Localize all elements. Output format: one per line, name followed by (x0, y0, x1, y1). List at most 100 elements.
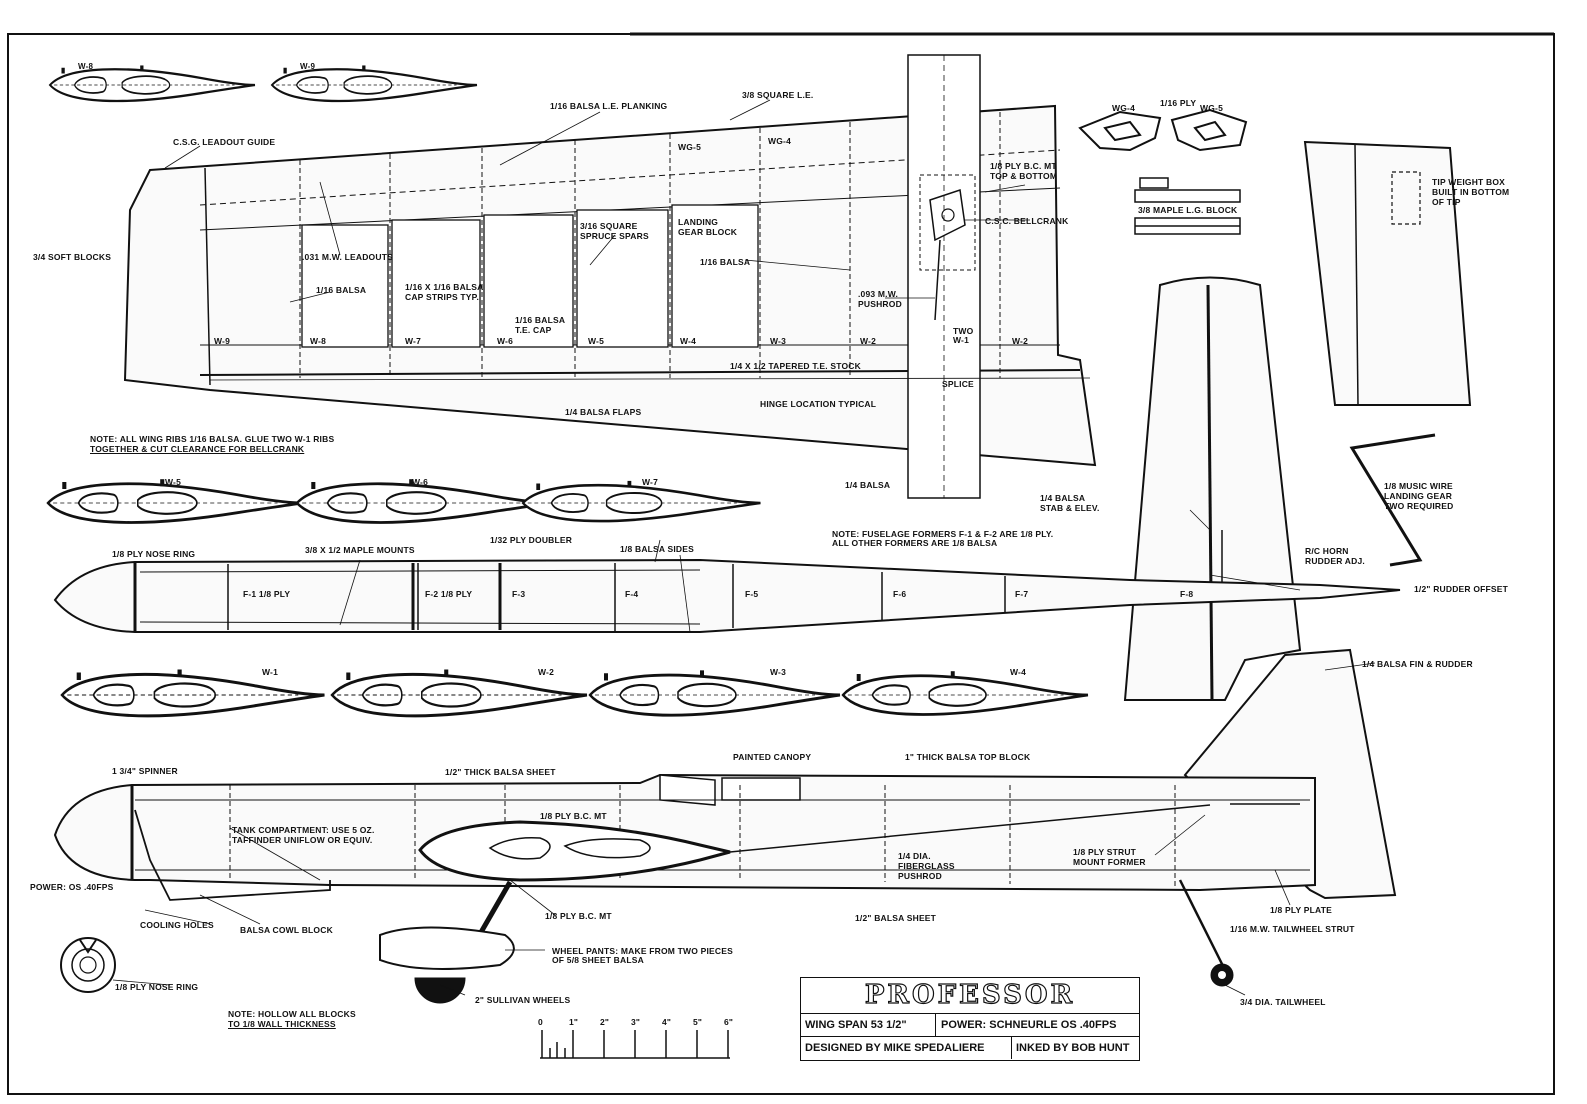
wing-label: 1/4 X 1/2 TAPERED T.E. STOCK (730, 361, 861, 371)
fuselage-label: NOTE: FUSELAGE FORMERS F-1 & F-2 ARE 1/8… (832, 529, 1054, 539)
rib-label: W-2 (538, 667, 555, 677)
fuselage-label: 2" SULLIVAN WHEELS (475, 995, 571, 1005)
nose-ring (60, 937, 116, 993)
fuselage-label: TANK COMPARTMENT: USE 5 OZ. (232, 825, 375, 835)
former-label: F-1 1/8 PLY (243, 589, 291, 599)
rib-row-bottom (60, 668, 1090, 718)
fuselage-label: NOTE: HOLLOW ALL BLOCKS (228, 1009, 356, 1019)
fuselage-label: BALSA COWL BLOCK (240, 925, 333, 935)
scale-label: 5" (693, 1017, 703, 1027)
wing-label: 1/16 BALSA L.E. PLANKING (550, 101, 668, 111)
leader-lines (112, 99, 1376, 996)
fuselage-label: 1/8 PLY NOSE RING (112, 549, 196, 559)
former-label: F-5 (745, 589, 759, 599)
rib-label: W-5 (165, 477, 182, 487)
fuselage-label: WHEEL PANTS: MAKE FROM TWO PIECES (552, 946, 734, 956)
fuselage-label: 1/4 DIA. FIBERGLASS PUSHROD (898, 851, 955, 881)
rib-label: W-6 (412, 477, 429, 487)
wing-label: WG-4 (768, 136, 791, 146)
fuselage-label: POWER: OS .40FPS (30, 882, 114, 892)
rib-label: W-4 (1010, 667, 1027, 677)
rib-label: W-8 (78, 62, 94, 71)
wing-label: 1/4 BALSA STAB & ELEV. (1040, 493, 1100, 513)
former-label: F-3 (512, 589, 526, 599)
fuselage-label: TAFFINDER UNIFLOW OR EQUIV. (232, 835, 373, 845)
wing-label: 1/8 MUSIC WIRE LANDING GEAR TWO REQUIRED (1384, 481, 1454, 511)
maple-block (1134, 177, 1241, 235)
fuselage-label: 1/8 PLY B.C. MT (540, 811, 607, 821)
wing-label: TIP WEIGHT BOX BUILT IN BOTTOM OF TIP (1432, 177, 1510, 207)
fuselage-label: 1" THICK BALSA TOP BLOCK (905, 752, 1031, 762)
fuselage-label: 1/2" THICK BALSA SHEET (445, 767, 556, 777)
wing-label: WG-5 (678, 142, 701, 152)
wing-label: TOGETHER & CUT CLEARANCE FOR BELLCRANK (90, 444, 305, 454)
wing-label: TWO W-1 (953, 326, 974, 346)
fuselage-label: 3/8 X 1/2 MAPLE MOUNTS (305, 545, 415, 555)
title-block-row: WING SPAN 53 1/2" POWER: SCHNEURLE OS .4… (801, 1013, 1139, 1036)
former-label: F-6 (893, 589, 907, 599)
fuselage-label: 1/2" BALSA SHEET (855, 913, 937, 923)
plan-title: PROFESSOR (864, 979, 1076, 1010)
fuselage-label: 1/8 PLY PLATE (1270, 905, 1332, 915)
fuselage-label: 3/4 DIA. TAILWHEEL (1240, 997, 1326, 1007)
wg-parts (1078, 108, 1248, 152)
fuselage-label: PAINTED CANOPY (733, 752, 812, 762)
former-label: F-2 1/8 PLY (425, 589, 473, 599)
wing-label: 3/8 SQUARE L.E. (742, 90, 814, 100)
fuselage-label: 1/8 PLY NOSE RING (115, 982, 199, 992)
fuselage-label: 1/8 BALSA SIDES (620, 544, 695, 554)
wing-label: 1/16 BALSA (700, 257, 751, 267)
fuselage-side-view (53, 648, 1397, 1004)
rib-label: W-7 (405, 336, 422, 346)
fuselage-label: ALL OTHER FORMERS ARE 1/8 BALSA (832, 538, 998, 548)
wing-label: 1/4 BALSA (845, 480, 891, 490)
wing-label: R/C HORN RUDDER ADJ. (1305, 546, 1365, 566)
rib-label: W-8 (310, 336, 327, 346)
rib-label: W-9 (214, 336, 231, 346)
wing-label: 1/4 BALSA FLAPS (565, 407, 642, 417)
rib-label: W-5 (588, 336, 605, 346)
wing-tip-view (1303, 140, 1472, 406)
scale-label: 3" (631, 1017, 641, 1027)
wing-label: 1/16 BALSA (316, 285, 367, 295)
title-block: PROFESSOR WING SPAN 53 1/2" POWER: SCHNE… (800, 977, 1140, 1061)
scale-label: 2" (600, 1017, 610, 1027)
wing-label: .093 M.W. PUSHROD (858, 289, 902, 309)
rib-templates-top (48, 64, 479, 103)
wing-span: WING SPAN 53 1/2" (805, 1019, 907, 1031)
fuselage-label: 1/8 PLY STRUT MOUNT FORMER (1073, 847, 1146, 867)
rib-label: W-3 (770, 667, 787, 677)
inker: INKED BY BOB HUNT (1016, 1042, 1130, 1054)
scale-label: 4" (662, 1017, 672, 1027)
rib-label: W-6 (497, 336, 514, 346)
wing-label: NOTE: ALL WING RIBS 1/16 BALSA. GLUE TWO… (90, 434, 335, 444)
wing-label: 1/16 BALSA T.E. CAP (515, 315, 565, 335)
rib-label: W-2 (860, 336, 877, 346)
wing-label: LANDING GEAR BLOCK (678, 217, 738, 237)
wing-label: 3/8 MAPLE L.G. BLOCK (1138, 205, 1238, 215)
fuselage-top-view (53, 558, 1401, 633)
scale-label: 6" (724, 1017, 734, 1027)
former-label: F-4 (625, 589, 639, 599)
wing-label: C.S.G. LEADOUT GUIDE (173, 137, 276, 147)
former-label: F-8 (1180, 589, 1194, 599)
rib-label: W-4 (680, 336, 697, 346)
power-spec: POWER: SCHNEURLE OS .40FPS (941, 1019, 1117, 1031)
scale-label: 1" (569, 1017, 579, 1027)
rib-label: W-7 (642, 477, 659, 487)
wing-label: HINGE LOCATION TYPICAL (760, 399, 877, 409)
fuselage-label: OF 5/8 SHEET BALSA (552, 955, 644, 965)
rib-label: W-1 (262, 667, 279, 677)
wing-label: 1/16 PLY (1160, 98, 1197, 108)
rib-label: W-2 (1012, 336, 1029, 346)
wing-label: 3/4 SOFT BLOCKS (33, 252, 112, 262)
wing-label: 3/16 SQUARE SPRUCE SPARS (580, 221, 649, 241)
rib-label: W-9 (300, 62, 316, 71)
scale-label: 0 (538, 1017, 543, 1027)
fuselage-label: 1 3/4" SPINNER (112, 766, 178, 776)
title-block-row: DESIGNED BY MIKE SPEDALIERE INKED BY BOB… (801, 1036, 1139, 1059)
landing-gear-wire (1349, 433, 1436, 567)
fuselage-label: COOLING HOLES (140, 920, 214, 930)
